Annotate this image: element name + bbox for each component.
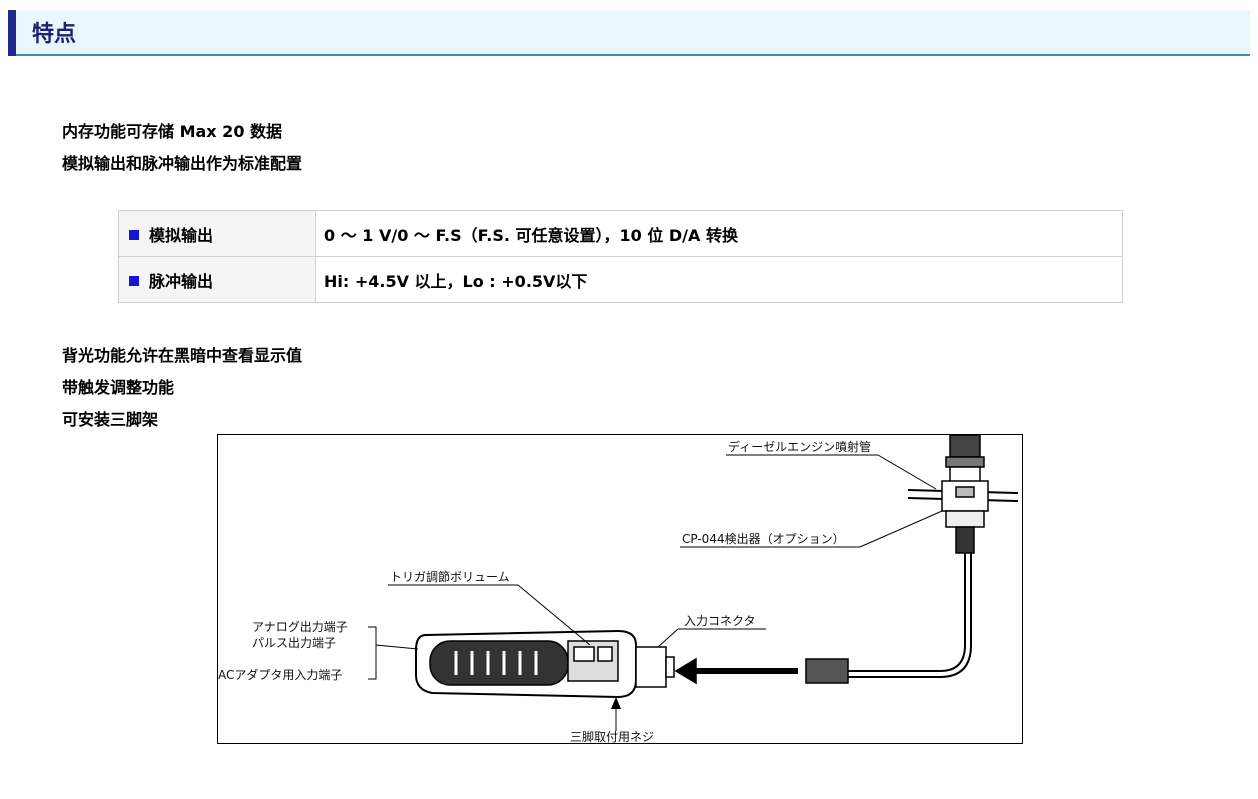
spec-label: 脉冲输出 — [149, 271, 214, 291]
label-detector: CP-044検出器（オプション） — [682, 532, 845, 546]
label-trigger-volume: トリガ調節ボリューム — [390, 569, 510, 584]
feature-tripod: 可安装三脚架 — [62, 410, 159, 429]
pipe-ring — [945, 456, 985, 468]
detector-clamp — [945, 510, 985, 528]
label-ac-adapter-terminal: ACアダプタ用入力端子 — [218, 667, 342, 682]
cable-plug — [805, 658, 849, 684]
instrument-grip — [429, 640, 569, 686]
input-connector-socket — [635, 646, 667, 688]
detector-connector — [955, 526, 975, 554]
square-bullet-icon — [129, 229, 139, 240]
label-analog-terminal: アナログ出力端子 — [252, 620, 348, 634]
spec-table: 模拟输出 0 ～ 1 V/0 ～ F.S（F.S. 可任意设置），10 位 D/… — [118, 210, 1123, 303]
label-input-connector: 入力コネクタ — [684, 614, 756, 628]
square-bullet-icon — [129, 275, 139, 286]
section-header-accent-bar — [8, 10, 16, 56]
table-row: 脉冲输出 Hi: +4.5V 以上，Lo : +0.5V以下 — [118, 256, 1123, 303]
spec-label: 模拟输出 — [149, 225, 214, 245]
feature-memory: 内存功能可存储 Max 20 数据 — [62, 122, 283, 141]
pipe-top-nut — [949, 435, 981, 458]
connection-diagram: ディーゼルエンジン噴射管 CP-044検出器（オプション） トリガ調節ボリューム… — [217, 434, 1023, 744]
section-title: 特点 — [32, 22, 77, 47]
connect-arrow-head — [674, 657, 697, 685]
section-header: 特点 — [8, 10, 1250, 56]
spec-label-cell: 脉冲输出 — [118, 256, 316, 303]
spec-label-cell: 模拟输出 — [118, 210, 316, 257]
label-tripod-screw: 三脚取付用ネジ — [570, 729, 654, 743]
spec-value: Hi: +4.5V 以上，Lo : +0.5V以下 — [315, 256, 1123, 303]
table-row: 模拟输出 0 ～ 1 V/0 ～ F.S（F.S. 可任意设置），10 位 D/… — [118, 210, 1123, 257]
diagram-drawing: ディーゼルエンジン噴射管 CP-044検出器（オプション） トリガ調節ボリューム… — [218, 435, 1019, 743]
grip-slots — [454, 651, 538, 675]
feature-backlight: 背光功能允许在黑暗中查看显示值 — [62, 346, 303, 365]
label-diesel-pipe: ディーゼルエンジン噴射管 — [728, 439, 871, 454]
sensor-cable — [848, 553, 966, 672]
feature-trigger: 带触发调整功能 — [62, 378, 175, 397]
spec-value: 0 ～ 1 V/0 ～ F.S（F.S. 可任意设置），10 位 D/A 转换 — [315, 210, 1123, 257]
label-pulse-terminal: パルス出力端子 — [252, 636, 336, 650]
feature-outputs: 模拟输出和脉冲输出作为标准配置 — [62, 154, 303, 173]
